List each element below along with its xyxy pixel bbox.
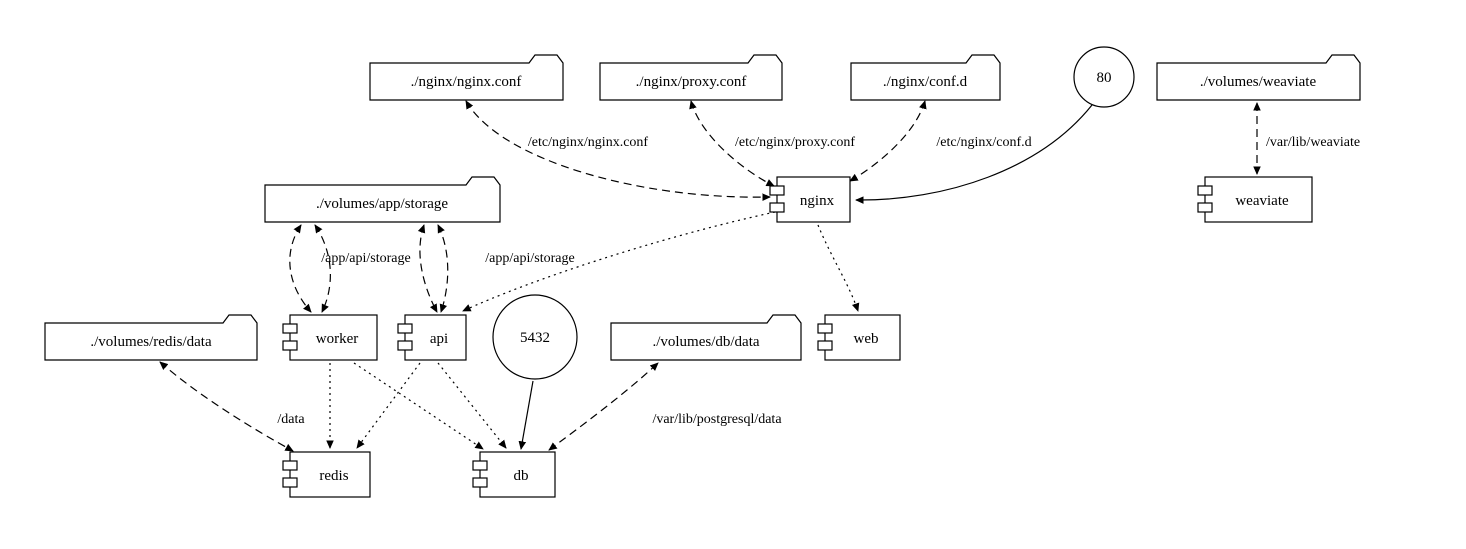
- component-box: [289, 451, 371, 498]
- component-tab-icon: [769, 185, 785, 196]
- node-conf-d-volume: ./nginx/conf.d: [850, 54, 1001, 101]
- node-service-nginx: nginx: [769, 176, 851, 223]
- node-volumes-app-storage: ./volumes/app/storage: [264, 176, 501, 223]
- edge-api-redis: [356, 362, 421, 449]
- edge-label-proxy-conf-mount: /etc/nginx/proxy.conf: [735, 135, 855, 150]
- component-box: [404, 314, 467, 361]
- folder-icon: [610, 314, 802, 361]
- edge-proxyconf-nginx: [689, 100, 775, 187]
- component-tab-icon: [769, 202, 785, 213]
- folder-icon: [1156, 54, 1361, 101]
- component-tab-icon: [397, 323, 413, 334]
- edge-redisdata-redis: [159, 361, 294, 452]
- node-proxy-conf-volume: ./nginx/proxy.conf: [599, 54, 783, 101]
- node-label-port-80: 80: [1097, 70, 1112, 86]
- node-service-redis: redis: [282, 451, 371, 498]
- component-box: [1204, 176, 1313, 223]
- folder-icon: [264, 176, 501, 223]
- edge-nginx-api: [462, 211, 776, 312]
- node-port-80: 80: [1073, 46, 1135, 108]
- node-volumes-redis-data: ./volumes/redis/data: [44, 314, 258, 361]
- component-tab-icon: [817, 340, 833, 351]
- node-label-volumes-weaviate: ./volumes/weaviate: [1200, 74, 1317, 90]
- node-port-5432: 5432: [492, 294, 578, 380]
- edge-storage-worker-a: [289, 224, 312, 313]
- node-label-api: api: [430, 331, 448, 347]
- edge-label-redis-mount: /data: [277, 412, 305, 427]
- edge-label-worker-storage-mount: /app/api/storage: [321, 251, 410, 266]
- node-label-conf-d: ./nginx/conf.d: [883, 74, 968, 90]
- node-label-volumes-redis-data: ./volumes/redis/data: [90, 334, 212, 350]
- component-tab-icon: [282, 460, 298, 471]
- edge-api-db: [437, 362, 507, 449]
- component-tab-icon: [282, 477, 298, 488]
- edge-storage-worker-b: [314, 224, 331, 313]
- node-label-worker: worker: [316, 331, 358, 347]
- node-service-db: db: [472, 451, 556, 498]
- component-box: [479, 451, 556, 498]
- folder-icon: [44, 314, 258, 361]
- node-volumes-weaviate: ./volumes/weaviate: [1156, 54, 1361, 101]
- port-circle-icon: [492, 294, 578, 380]
- component-tab-icon: [817, 323, 833, 334]
- edge-dbdata-db: [548, 362, 659, 451]
- node-service-weaviate: weaviate: [1197, 176, 1313, 223]
- folder-icon: [599, 54, 783, 101]
- edge-port80-nginx: [855, 104, 1093, 204]
- component-box: [776, 176, 851, 223]
- edge-confd-nginx: [849, 100, 927, 182]
- edge-label-api-storage-mount: /app/api/storage: [485, 251, 574, 266]
- node-label-redis: redis: [319, 468, 348, 484]
- component-box: [289, 314, 378, 361]
- node-service-web: web: [817, 314, 901, 361]
- node-label-nginx-conf: ./nginx/nginx.conf: [411, 74, 522, 90]
- edges-layer: [159, 100, 1261, 452]
- node-label-port-5432: 5432: [520, 330, 550, 346]
- component-tab-icon: [1197, 185, 1213, 196]
- node-service-api: api: [397, 314, 467, 361]
- edge-worker-db: [353, 362, 484, 450]
- node-volumes-db-data: ./volumes/db/data: [610, 314, 802, 361]
- node-service-worker: worker: [282, 314, 378, 361]
- edge-storage-api-b: [437, 224, 449, 313]
- component-tab-icon: [472, 477, 488, 488]
- node-label-weaviate: weaviate: [1235, 193, 1289, 209]
- edge-label-conf-d-mount: /etc/nginx/conf.d: [936, 135, 1031, 150]
- node-label-db: db: [514, 468, 529, 484]
- node-label-volumes-app-storage: ./volumes/app/storage: [316, 196, 448, 212]
- component-tab-icon: [282, 340, 298, 351]
- component-tab-icon: [472, 460, 488, 471]
- node-label-nginx: nginx: [800, 193, 835, 209]
- edge-nginxconf-nginx: [465, 100, 771, 202]
- component-box: [824, 314, 901, 361]
- folder-icon: [369, 54, 564, 101]
- edge-label-weaviate-mount: /var/lib/weaviate: [1266, 135, 1360, 150]
- edge-port5432-db: [518, 380, 534, 450]
- node-label-proxy-conf: ./nginx/proxy.conf: [636, 74, 747, 90]
- port-circle-icon: [1073, 46, 1135, 108]
- node-label-web: web: [854, 331, 879, 347]
- node-nginx-conf-volume: ./nginx/nginx.conf: [369, 54, 564, 101]
- edge-label-db-mount: /var/lib/postgresql/data: [652, 412, 782, 427]
- component-tab-icon: [1197, 202, 1213, 213]
- folder-icon: [850, 54, 1001, 101]
- component-tab-icon: [397, 340, 413, 351]
- edge-nginx-web: [817, 224, 860, 312]
- node-label-volumes-db-data: ./volumes/db/data: [652, 334, 759, 350]
- edge-label-nginx-conf-mount: /etc/nginx/nginx.conf: [528, 135, 648, 150]
- edge-labels-layer: /etc/nginx/nginx.conf /etc/nginx/proxy.c…: [277, 135, 1360, 427]
- edge-storage-api-a: [417, 224, 438, 313]
- component-tab-icon: [282, 323, 298, 334]
